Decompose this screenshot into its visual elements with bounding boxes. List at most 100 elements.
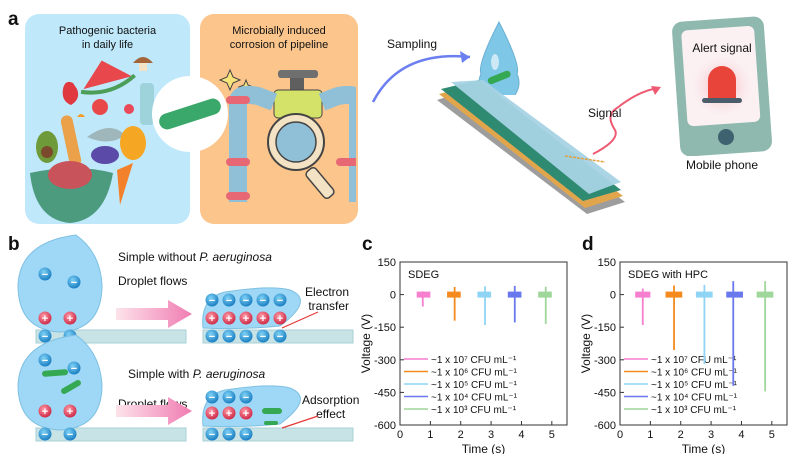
charge-symbol: + [243, 313, 249, 325]
sampling-label: Sampling [387, 37, 438, 51]
negative-charge-icon: − [222, 293, 236, 307]
positive-charge-icon: + [63, 311, 77, 325]
charge-symbol: + [243, 408, 249, 420]
droplet-flows-arrow [116, 397, 192, 425]
chart-c-y-axis-label: Voltage (V) [359, 314, 373, 373]
charge-symbol: − [209, 392, 215, 404]
row1-arrow-label: Droplet flows [118, 274, 188, 288]
positive-charge-icon: + [38, 311, 52, 325]
annotation-line-2: transfer [308, 299, 350, 313]
negative-charge-icon: − [38, 329, 52, 343]
charge-ball [222, 329, 236, 343]
chart-d-y-tick-label: 150 [598, 257, 616, 269]
fish-icon [87, 127, 125, 142]
title-line-2: corrosion of pipeline [229, 39, 329, 51]
annotation-line-1: Adsorption [302, 393, 360, 407]
charge-ball [38, 427, 52, 441]
sampling-arrow [371, 51, 471, 103]
charge-symbol: − [71, 363, 77, 375]
chart-d-legend-label: ~1 x 10⁶ CFU mL⁻¹ [651, 368, 737, 379]
negative-charge-icon: − [239, 329, 253, 343]
alert-signal-label: Alert signal [692, 41, 752, 55]
chart-d-plot-frame [619, 261, 788, 426]
charge-symbol: + [67, 313, 73, 325]
chart-c-legend-label: ~1 x 10⁷ CFU mL⁻¹ [431, 355, 517, 366]
charge-ball [67, 361, 81, 375]
chart-d-y-tick-label: -600 [594, 420, 616, 432]
row1-title-species: P. aeruginosa [199, 250, 272, 264]
chart-c-y-tick-label: -300 [374, 355, 396, 367]
charge-ball [273, 329, 287, 343]
chart-d-x-tick-label: 3 [708, 429, 714, 441]
charge-ball [239, 293, 253, 307]
adsorption-pointer [281, 415, 319, 429]
carrot-icon [117, 163, 133, 205]
bread-icon [60, 115, 82, 167]
charge-ball [38, 267, 52, 281]
charge-ball [67, 275, 81, 289]
bottle-icon [140, 83, 154, 125]
chart-c-series-5 [538, 286, 552, 324]
charge-symbol: − [277, 295, 283, 307]
charge-symbol: − [260, 331, 266, 343]
charge-symbol: − [277, 331, 283, 343]
chart-d-y-tick-label: 0 [610, 290, 616, 302]
mobile-phone-caption: Mobile phone [685, 158, 759, 172]
charge-ball [63, 311, 77, 325]
eggplant-icon [91, 146, 119, 164]
negative-charge-icon: − [239, 390, 253, 404]
positive-charge-icon: + [273, 311, 287, 325]
chart-c-y-tick-label: -450 [374, 387, 396, 399]
pipeline-corrosion-title: Microbially induced corrosion of pipelin… [200, 24, 358, 52]
mushroom-icon [133, 57, 153, 71]
panel-c-letter: c [362, 234, 373, 255]
pathogenic-bacteria-title: Pathogenic bacteria in daily life [25, 24, 190, 52]
charge-symbol: − [42, 355, 48, 367]
chart-d-x-tick-label: 1 [647, 429, 653, 441]
negative-charge-icon: − [239, 293, 253, 307]
negative-charge-icon: − [256, 329, 270, 343]
charge-ball [239, 311, 253, 325]
charge-symbol: − [260, 295, 266, 307]
title-line-2: in daily life [81, 39, 134, 51]
chart-d-series-2 [665, 285, 683, 351]
chart-d-series-1 [635, 288, 651, 326]
charge-symbol: − [42, 269, 48, 281]
charge-ball [222, 390, 236, 404]
home-button-icon [718, 129, 734, 145]
panel-d-letter: d [582, 234, 594, 255]
negative-charge-icon: − [38, 353, 52, 367]
charge-symbol: − [243, 429, 249, 441]
annotation-line-2: effect [316, 407, 346, 421]
adsorption-effect-label: Adsorption effect [302, 393, 359, 421]
negative-charge-icon: − [67, 275, 81, 289]
pipe-icon [226, 85, 356, 202]
droplet-flows-arrow [116, 300, 192, 328]
droplet-mechanism-schematic: −−++−−−+−−+−−+−−+−−+− −−++−−−+−−+−−+− [17, 234, 354, 442]
chart-c-legend-label: ~1 x 10⁴ CFU mL⁻¹ [431, 393, 518, 404]
chart-d-chart-title: SDEG with HPC [628, 269, 708, 281]
charge-ball [38, 353, 52, 367]
charge-symbol: + [209, 313, 215, 325]
annotation-line-1: Electron [305, 285, 350, 299]
bacterium-icon [159, 98, 221, 130]
food-illustration [30, 57, 154, 223]
charge-ball [273, 311, 287, 325]
charge-symbol: − [226, 392, 232, 404]
title-line-1: Pathogenic bacteria [58, 25, 157, 37]
charge-ball [205, 406, 219, 420]
charge-symbol: + [209, 408, 215, 420]
chart-c-y-tick-label: 150 [378, 257, 396, 269]
chart-d-x-tick-label: 0 [617, 429, 623, 441]
bacterium-icon [487, 70, 511, 85]
positive-charge-icon: + [63, 404, 77, 418]
row2-title-species: P. aeruginosa [192, 367, 266, 381]
chart-d-y-tick-label: -300 [594, 355, 616, 367]
chart-c-x-axis-label: Time (s) [462, 442, 506, 454]
chart-c-y-tick-label: 0 [390, 290, 396, 302]
positive-charge-icon: + [38, 404, 52, 418]
valve-handle-icon [278, 70, 318, 78]
chart-c-x-tick-label: 2 [458, 429, 464, 441]
spreading-droplet [202, 385, 301, 428]
chart-d-y-tick-label: -450 [594, 387, 616, 399]
